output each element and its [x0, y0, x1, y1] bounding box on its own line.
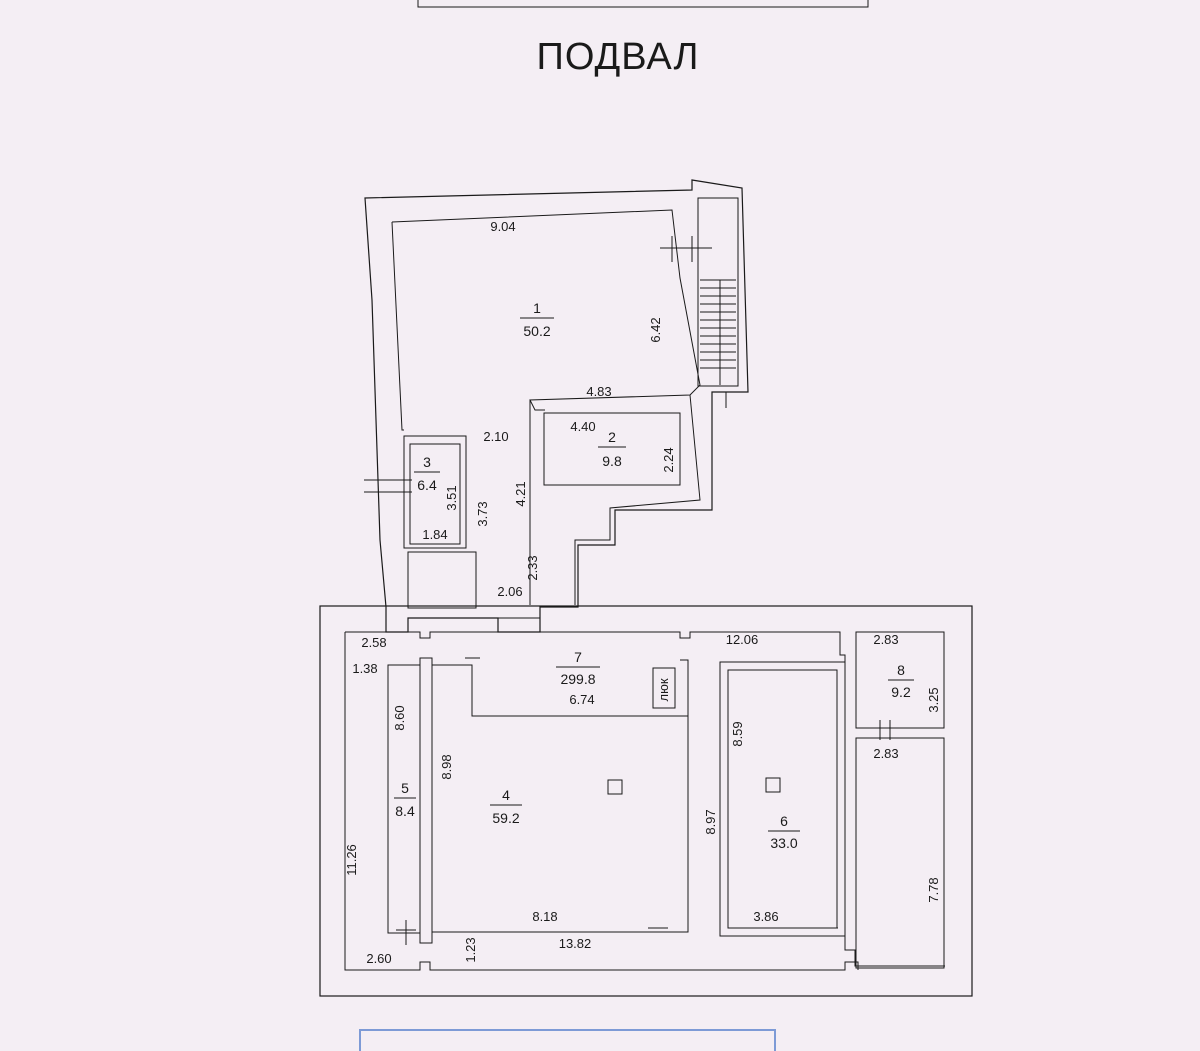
- dim-label: 8.97: [703, 809, 718, 834]
- room-4-label: 4 59.2: [490, 787, 522, 826]
- hatch-box: [652, 667, 676, 709]
- column-square: [607, 779, 623, 795]
- dim-label: 3.73: [475, 501, 490, 526]
- room-2-number: 2: [608, 429, 616, 445]
- dim-label: 8.98: [439, 754, 454, 779]
- room-4-outline: [432, 659, 689, 717]
- room-7-area: 299.8: [560, 671, 595, 687]
- dim-label: 4.83: [586, 384, 611, 399]
- room-4-number: 4: [502, 787, 510, 803]
- dim-label: 3.51: [444, 485, 459, 510]
- room-7-label: 7 299.8: [556, 649, 600, 687]
- dim-label: 2.06: [497, 584, 522, 599]
- dim-label: 13.82: [559, 936, 592, 951]
- dim-label: 9.04: [490, 219, 515, 234]
- dim-label: 2.58: [361, 635, 386, 650]
- corridor-right-outline: [855, 737, 945, 969]
- lower-block-outer-wall: [319, 605, 973, 997]
- dim-label: 2.33: [525, 555, 540, 580]
- room-2-outline: [543, 412, 681, 486]
- room-6-label: 6 33.0: [768, 813, 800, 851]
- dim-label: 2.10: [483, 429, 508, 444]
- dim-label: 6.42: [648, 317, 663, 342]
- room-7-outline: [345, 617, 945, 967]
- room-6-area: 33.0: [770, 835, 797, 851]
- room-1-number: 1: [533, 300, 541, 316]
- dim-label: 6.74: [569, 692, 594, 707]
- room-5-area: 8.4: [395, 803, 415, 819]
- hatch-label: люк: [656, 678, 671, 701]
- room-5-outline: [387, 664, 421, 934]
- room-8-outline: [855, 631, 945, 729]
- dim-label: 3.25: [926, 687, 941, 712]
- dim-label: 2.83: [873, 746, 898, 761]
- dim-label: 4.21: [513, 481, 528, 506]
- dim-label: 3.86: [753, 909, 778, 924]
- upper-block-outer-wall: [364, 179, 749, 633]
- room-2-area: 9.8: [602, 453, 622, 469]
- dim-label: 2.60: [366, 951, 391, 966]
- room-5-label: 5 8.4: [394, 780, 416, 819]
- room-6-outline: [719, 661, 846, 937]
- room-3-label: 3 6.4: [414, 454, 440, 493]
- room-3-area: 6.4: [417, 477, 437, 493]
- room-1-label: 1 50.2: [520, 300, 554, 339]
- dim-label: 8.60: [392, 705, 407, 730]
- dim-label: 8.18: [532, 909, 557, 924]
- room-5-number: 5: [401, 780, 409, 796]
- dim-label: 12.06: [726, 632, 759, 647]
- dim-label: 4.40: [570, 419, 595, 434]
- dim-label: 2.24: [661, 447, 676, 472]
- room-8-area: 9.2: [891, 684, 911, 700]
- dim-label: 1.84: [422, 527, 447, 542]
- dim-label: 7.78: [926, 877, 941, 902]
- room-8-label: 8 9.2: [888, 662, 914, 700]
- dim-label: 1.23: [463, 937, 478, 962]
- dim-label: 8.59: [730, 721, 745, 746]
- room-1-outline: [391, 209, 701, 411]
- stamp-frame: [359, 1029, 776, 1051]
- room-8-number: 8: [897, 662, 905, 678]
- dim-label: 1.38: [352, 661, 377, 676]
- room-4-area: 59.2: [492, 810, 519, 826]
- staircase: [697, 197, 739, 408]
- dim-label: 2.83: [873, 632, 898, 647]
- top-frame-box: [417, 0, 869, 8]
- room-2-label: 2 9.8: [598, 429, 626, 469]
- dim-label: 11.26: [344, 844, 359, 876]
- room-3-number: 3: [423, 454, 431, 470]
- room-6-number: 6: [780, 813, 788, 829]
- room-7-number: 7: [574, 649, 582, 665]
- floor-label: ПОДВАЛ: [536, 36, 700, 78]
- room-1-area: 50.2: [523, 323, 550, 339]
